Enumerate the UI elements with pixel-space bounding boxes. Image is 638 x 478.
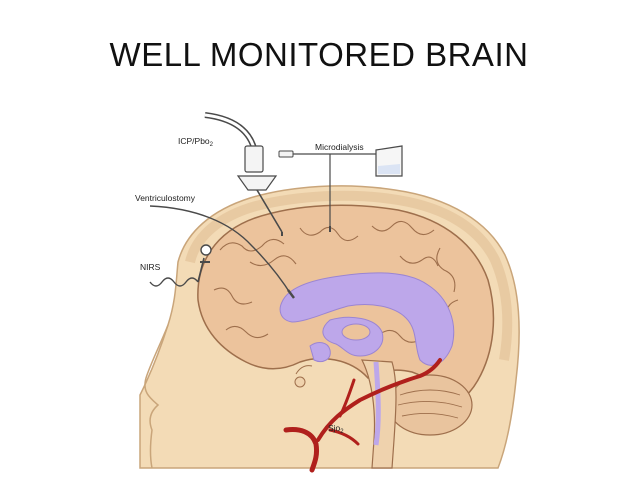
nirs-probe <box>149 244 212 287</box>
microdialysis-catheter <box>278 145 403 232</box>
optic-region <box>295 365 313 375</box>
label-nirs: NIRS <box>140 262 161 272</box>
label-icp-pbo2: ICP/Pbo2 <box>178 136 214 148</box>
jugular-vessels <box>283 358 442 473</box>
temporal-horn <box>309 342 331 363</box>
label-microdialysis: Microdialysis <box>315 142 364 152</box>
fourth-ventricle-channel <box>373 361 381 446</box>
thalamus <box>341 323 371 341</box>
pituitary <box>294 376 306 388</box>
skull <box>185 190 513 361</box>
slide-title: WELL MONITORED BRAIN <box>109 36 529 73</box>
label-sjo2: Sjo2 <box>328 423 344 435</box>
label-ventriculostomy: Ventriculostomy <box>135 193 196 203</box>
cerebellum-folia <box>397 389 463 419</box>
lateral-ventricle <box>279 272 455 366</box>
ventriculostomy-catheter <box>149 205 295 299</box>
brain-gyri <box>213 220 459 343</box>
icp-pbo2-probe <box>204 112 283 236</box>
face-profile <box>144 324 169 469</box>
